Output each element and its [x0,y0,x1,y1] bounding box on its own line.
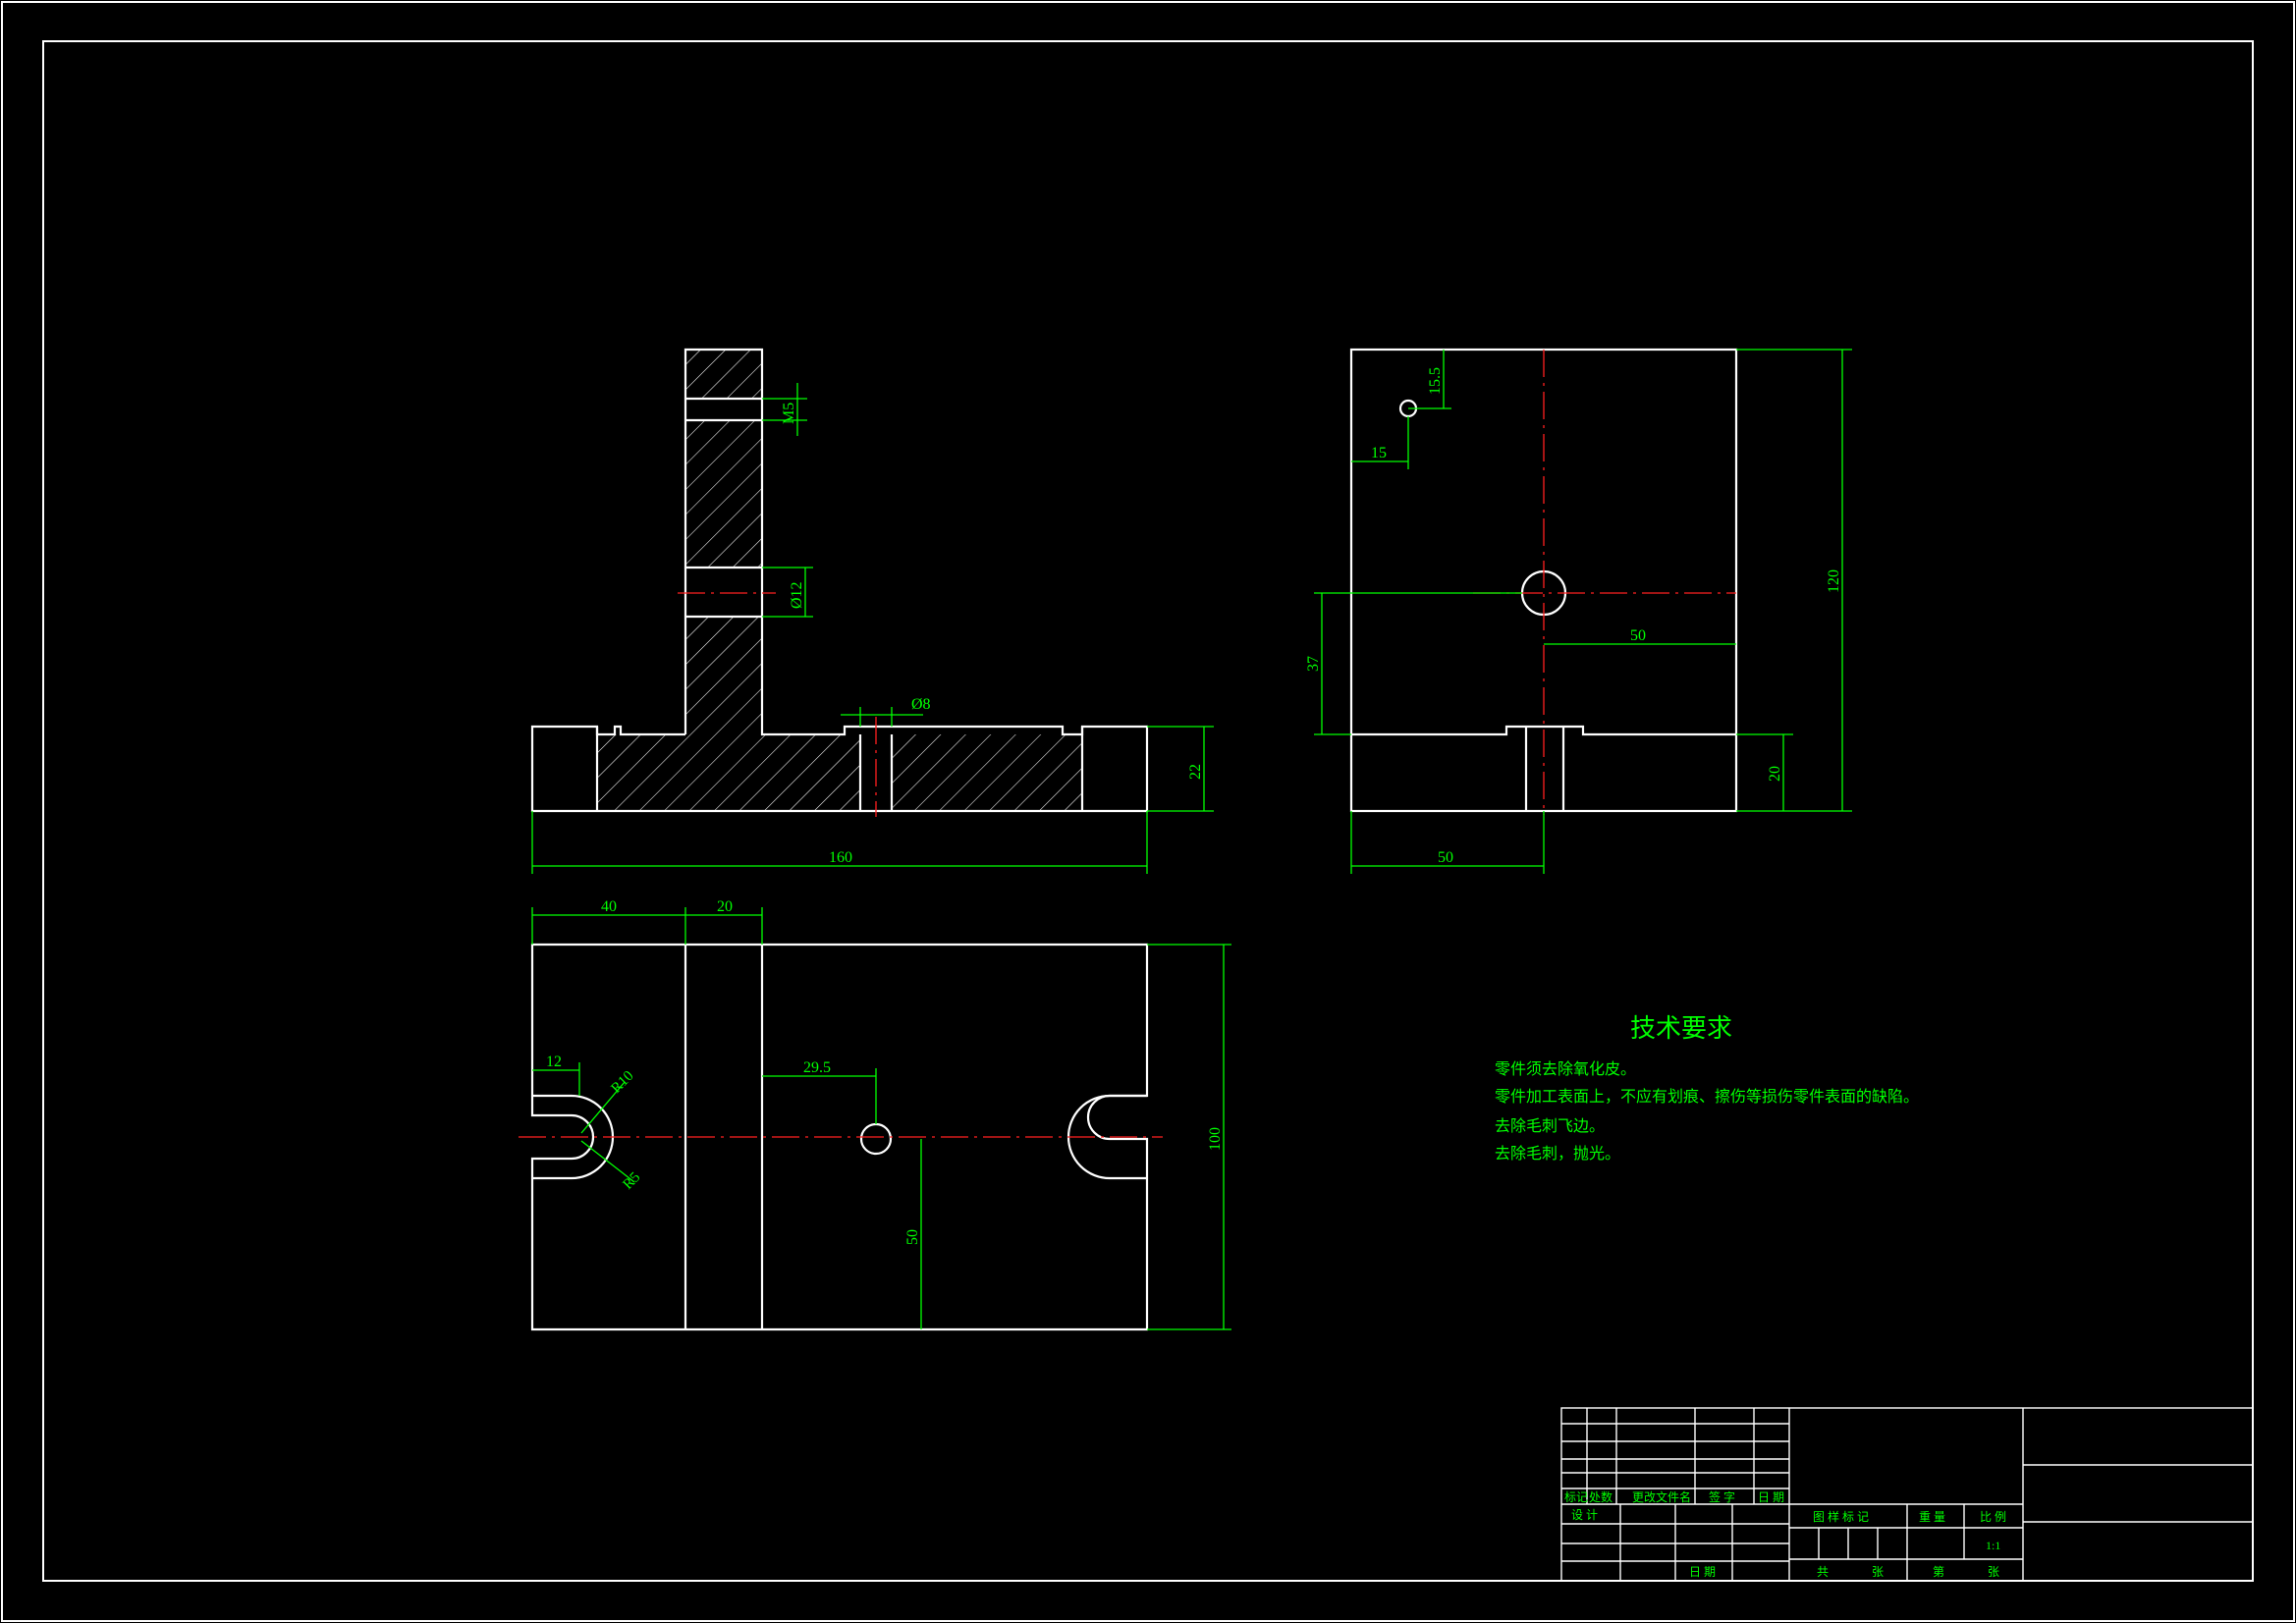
tb-chushu: 处数 [1589,1489,1613,1504]
dim-37: 37 [1305,656,1322,672]
tech-requirement-line: 零件须去除氧化皮。 [1495,1060,1636,1078]
tb-di: 第 [1933,1565,1944,1579]
dim-15: 15 [1371,445,1387,461]
dim-m5: M5 [781,403,797,424]
front-view [530,348,1149,817]
dim-d8: Ø8 [911,696,931,713]
tb-scale: 1:1 [1986,1539,2000,1552]
dim-d12: Ø12 [789,581,805,609]
dim-15-5: 15.5 [1427,367,1444,395]
dim-40: 40 [601,898,617,915]
dim-12: 12 [546,1054,562,1070]
inner-frame [42,40,2254,1582]
dim-22: 22 [1187,764,1204,780]
tech-requirement-line: 去除毛刺飞边。 [1495,1117,1605,1135]
dim-160: 160 [829,849,852,866]
tech-requirements-title: 技术要求 [1630,1014,1732,1043]
tech-requirement-line: 零件加工表面上，不应有划痕、擦伤等损伤零件表面的缺陷。 [1495,1087,1919,1106]
tb-riqi2: 日 期 [1689,1565,1716,1579]
top-view [519,943,1163,1331]
tb-sheji: 设 计 [1571,1508,1598,1522]
dim-r10: R10 [609,1068,637,1097]
tb-gengai: 更改文件名 [1632,1489,1691,1504]
tb-riqi: 日 期 [1758,1490,1784,1504]
dim-20-right: 20 [1767,766,1783,782]
side-view [1349,348,1738,815]
front-view-dimensions [531,383,1214,874]
tb-bili: 比 例 [1980,1510,2006,1524]
dim-29-5: 29.5 [803,1059,831,1076]
tech-requirement-line: 去除毛刺，抛光。 [1495,1145,1620,1163]
tb-biaoji: 标记 [1564,1490,1588,1504]
tb-zhang2: 张 [1988,1565,1999,1579]
dim-100: 100 [1207,1127,1224,1151]
dim-50-top: 50 [904,1229,921,1245]
tb-qianzi: 签 字 [1709,1489,1735,1504]
tb-zhang1: 张 [1872,1565,1884,1579]
tb-gong: 共 [1817,1565,1829,1579]
dim-120: 120 [1826,569,1842,593]
title-block [1560,1407,2254,1582]
dim-50-right: 50 [1630,627,1646,644]
tb-zhongliang: 重 量 [1919,1510,1945,1524]
dim-20-top: 20 [717,898,733,915]
side-view-dimensions [1314,349,1852,874]
top-view-dimensions [531,907,1231,1330]
tb-tuyang: 图 样 标 记 [1813,1509,1869,1524]
dim-50-bottom: 50 [1438,849,1453,866]
